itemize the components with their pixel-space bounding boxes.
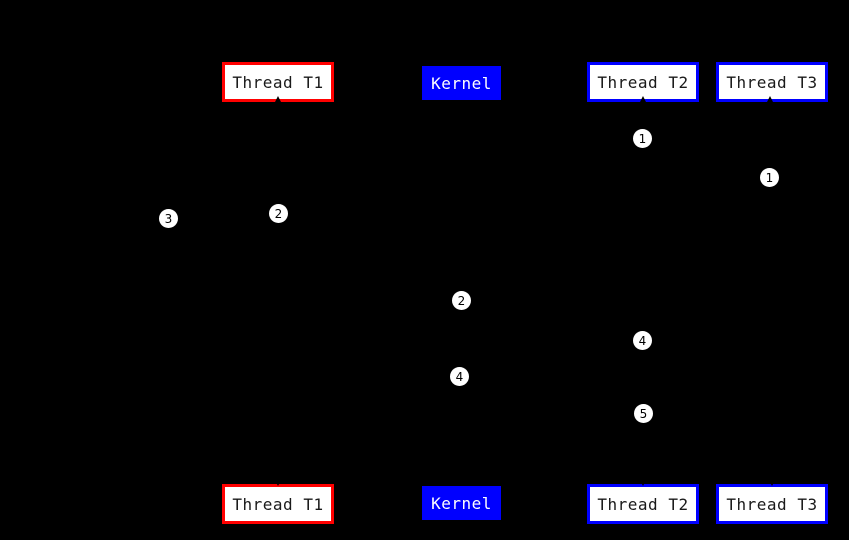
step-badge: 5	[634, 404, 653, 423]
node-thread-t1-bottom: Thread T1	[222, 484, 334, 524]
node-label: Thread T1	[232, 494, 324, 514]
step-badge: 4	[450, 367, 469, 386]
node-label: Thread T1	[232, 72, 324, 92]
node-thread-t1-top: Thread T1	[222, 62, 334, 102]
node-label: Thread T2	[597, 494, 689, 514]
node-label: Kernel	[431, 73, 492, 93]
node-label: Kernel	[431, 493, 492, 513]
node-thread-t3-bottom: Thread T3	[716, 484, 828, 524]
node-thread-t3-top: Thread T3	[716, 62, 828, 102]
step-badge: 3	[159, 209, 178, 228]
step-badge: 1	[633, 129, 652, 148]
node-label: Thread T2	[597, 72, 689, 92]
arrowhead-down-icon	[639, 478, 647, 486]
node-kernel-top: Kernel	[422, 66, 501, 100]
arrowhead-up-icon	[274, 96, 282, 104]
step-badge: 2	[269, 204, 288, 223]
node-kernel-bottom: Kernel	[422, 486, 501, 520]
step-badge: 2	[452, 291, 471, 310]
node-label: Thread T3	[726, 72, 818, 92]
node-label: Thread T3	[726, 494, 818, 514]
arrowhead-down-icon	[274, 478, 282, 486]
arrowhead-up-icon	[766, 96, 774, 104]
step-badge: 1	[760, 168, 779, 187]
arrowhead-down-icon	[768, 478, 776, 486]
step-badge: 4	[633, 331, 652, 350]
arrowhead-up-icon	[639, 96, 647, 104]
node-thread-t2-bottom: Thread T2	[587, 484, 699, 524]
